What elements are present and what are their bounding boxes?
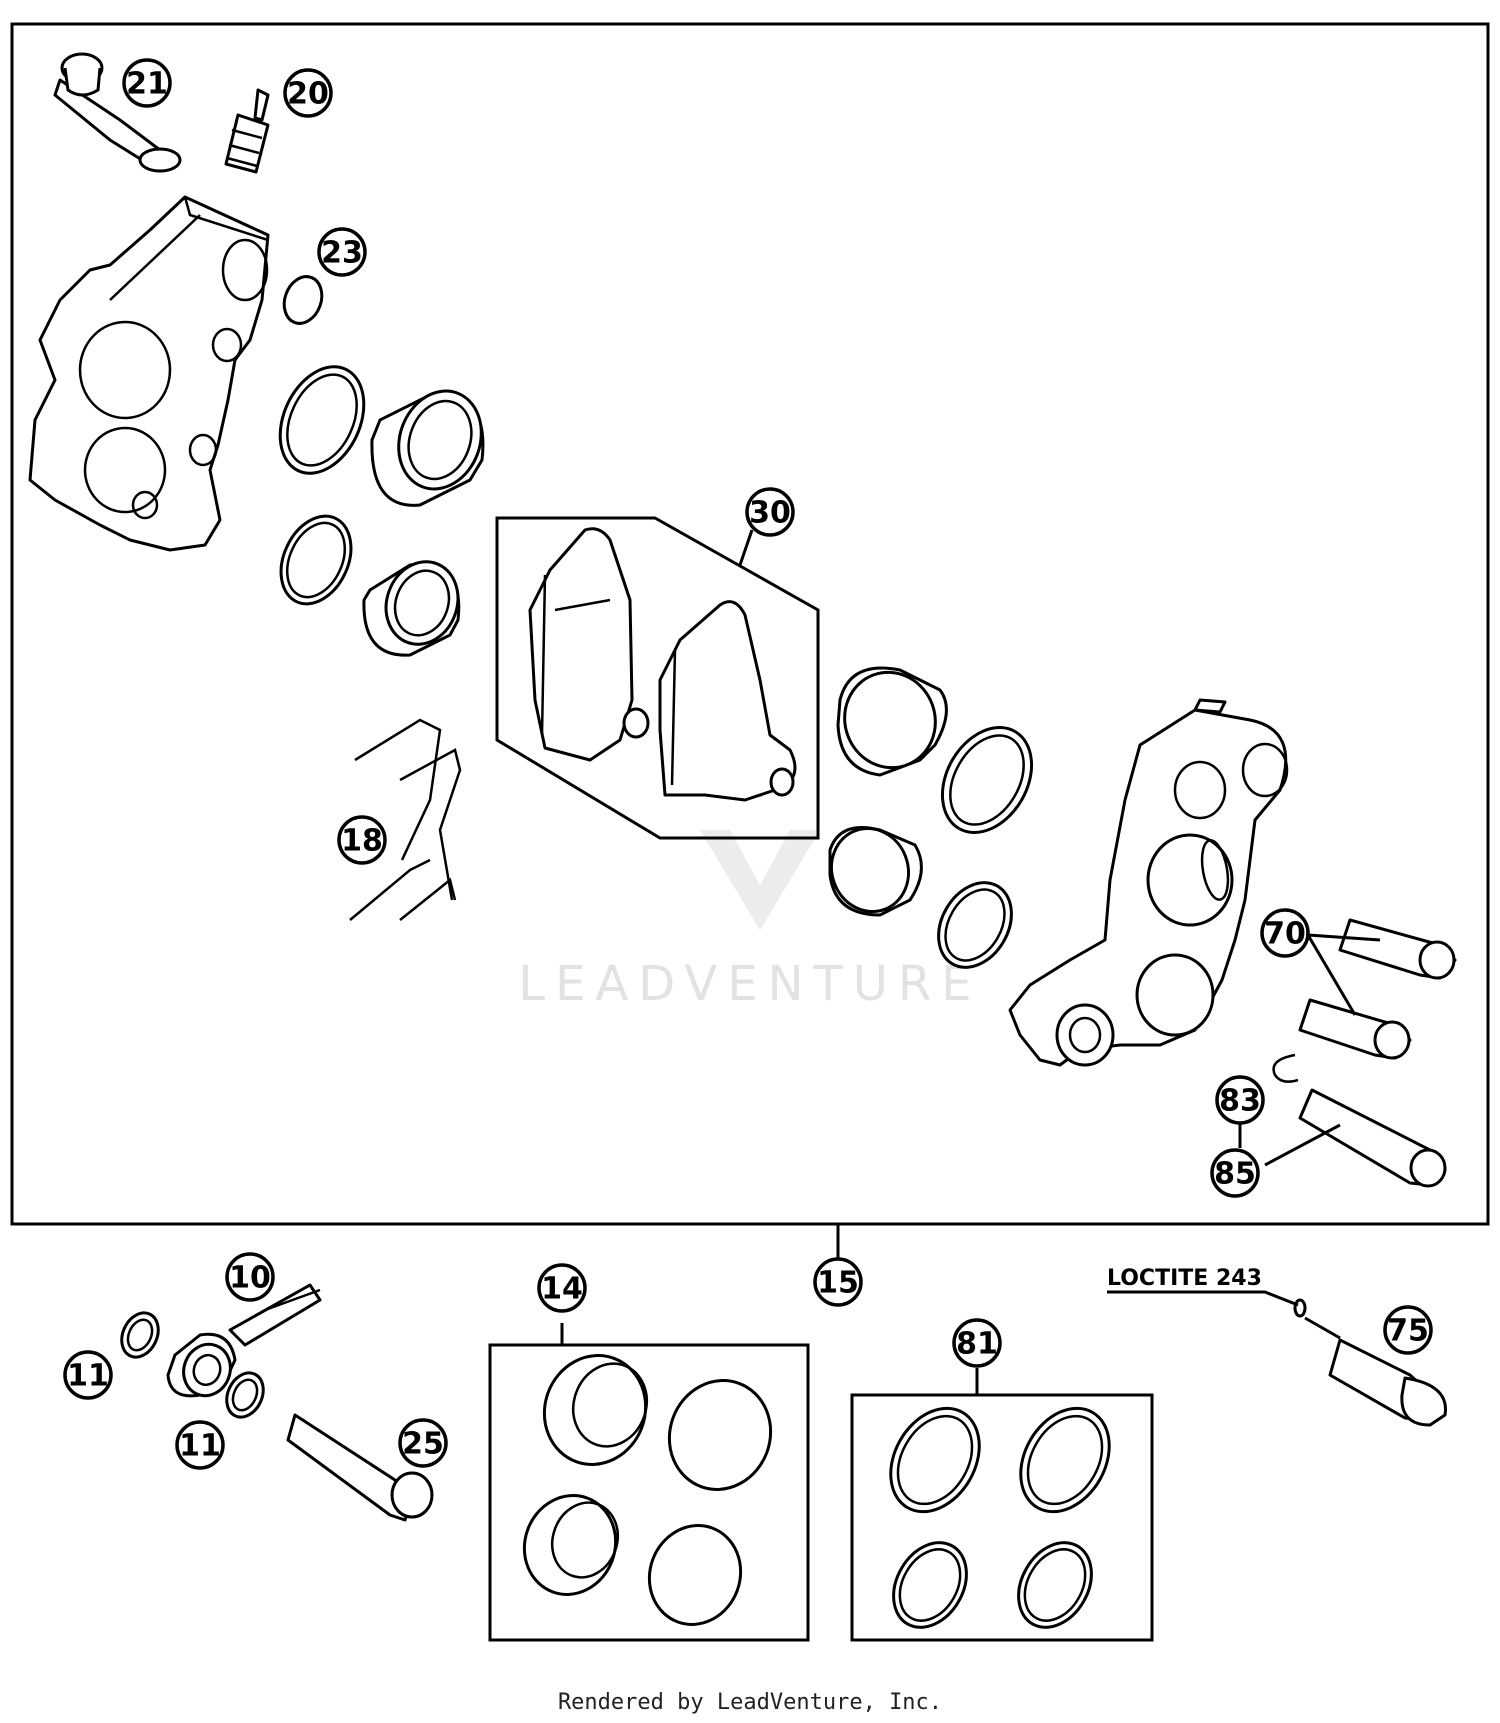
sealing-washers-part	[120, 1311, 265, 1419]
piston-kit-part	[488, 1323, 810, 1642]
callout-circle	[337, 815, 387, 865]
callout-circle	[1260, 908, 1310, 958]
callout-label: 23	[321, 236, 363, 271]
leader-70a	[1307, 933, 1381, 942]
loctite-leader-2	[1304, 1316, 1341, 1340]
caliper-assembly-frame	[10, 22, 1490, 1226]
callout-label: 83	[1219, 1084, 1261, 1119]
loctite-note: LOCTITE 243	[1107, 1266, 1262, 1291]
callout-circle	[225, 1252, 275, 1302]
callout-circle	[122, 58, 172, 108]
callout-circle	[1383, 1305, 1433, 1355]
small-o-ring-part	[282, 275, 324, 325]
watermark-text: LEADVENTURE	[518, 956, 981, 1012]
callout-label: 75	[1387, 1314, 1429, 1349]
pad-spring-part	[349, 718, 462, 921]
callout-circle	[745, 487, 795, 537]
callout-circle	[283, 68, 333, 118]
leader-30	[738, 529, 754, 566]
callout-11a: 11	[63, 1350, 113, 1400]
seal-kit-part	[850, 1368, 1154, 1642]
leader-85	[1264, 1123, 1341, 1167]
callout-circle	[813, 1257, 863, 1307]
callout-30: 30	[745, 487, 795, 537]
bleeder-cap-part	[53, 52, 182, 173]
callout-circle	[537, 1263, 587, 1313]
left-seals	[278, 365, 366, 606]
callout-20: 20	[283, 68, 333, 118]
callout-label: 70	[1264, 917, 1306, 952]
brake-pads-part	[495, 516, 820, 840]
callout-label: 14	[541, 1272, 583, 1307]
callout-circle	[175, 1420, 225, 1470]
callout-75: 75	[1383, 1305, 1433, 1355]
callouts: 21 20 23 30 18 70 83 85 10 11 11 14 15 81 75 25	[63, 58, 1433, 1470]
callout-21: 21	[122, 58, 172, 108]
caliper-bolts-part	[1298, 918, 1457, 1060]
left-pistons	[362, 389, 485, 657]
callout-circle	[1210, 1148, 1260, 1198]
callout-85: 85	[1210, 1148, 1260, 1198]
callout-label: 15	[817, 1266, 859, 1301]
callout-14: 14	[537, 1263, 587, 1313]
loctite-leader	[1107, 1290, 1299, 1307]
left-caliper-half	[28, 195, 270, 552]
callout-circle	[952, 1318, 1002, 1368]
callout-label: 81	[956, 1327, 998, 1362]
callout-label: 25	[402, 1427, 444, 1462]
callout-15: 15	[813, 1257, 863, 1307]
bleeder-screw-part	[224, 88, 270, 174]
callout-label: 85	[1214, 1157, 1256, 1192]
callout-23: 23	[317, 227, 367, 277]
callout-circle	[317, 227, 367, 277]
callout-circle	[63, 1350, 113, 1400]
callout-label: 11	[67, 1359, 109, 1394]
callout-label: 18	[341, 824, 383, 859]
right-seals	[937, 726, 1034, 969]
callout-label: 21	[126, 67, 168, 102]
callout-18: 18	[337, 815, 387, 865]
banjo-fitting-part	[166, 1283, 322, 1398]
callout-11b: 11	[175, 1420, 225, 1470]
callout-circle	[1215, 1075, 1265, 1125]
callout-81: 81	[952, 1318, 1002, 1368]
callout-10: 10	[225, 1252, 275, 1302]
banjo-bolt-part	[286, 1413, 434, 1522]
callout-label: 11	[179, 1429, 221, 1464]
mounting-bolt-part	[1293, 1298, 1447, 1427]
callout-83: 83	[1215, 1075, 1265, 1125]
callout-label: 20	[287, 77, 329, 112]
retaining-clip-part	[1272, 1053, 1299, 1083]
callout-25: 25	[398, 1418, 448, 1468]
watermark: LEADVENTURE	[518, 740, 981, 1012]
right-caliper-half	[1008, 698, 1289, 1067]
callout-circle	[398, 1418, 448, 1468]
callout-label: 10	[229, 1261, 271, 1296]
pad-pin-part	[1298, 1088, 1447, 1188]
right-pistons	[828, 666, 948, 917]
callout-70: 70	[1260, 908, 1310, 958]
leader-70b	[1306, 934, 1357, 1016]
callout-label: 30	[749, 496, 791, 531]
footer-credit: Rendered by LeadVenture, Inc.	[557, 1690, 943, 1715]
